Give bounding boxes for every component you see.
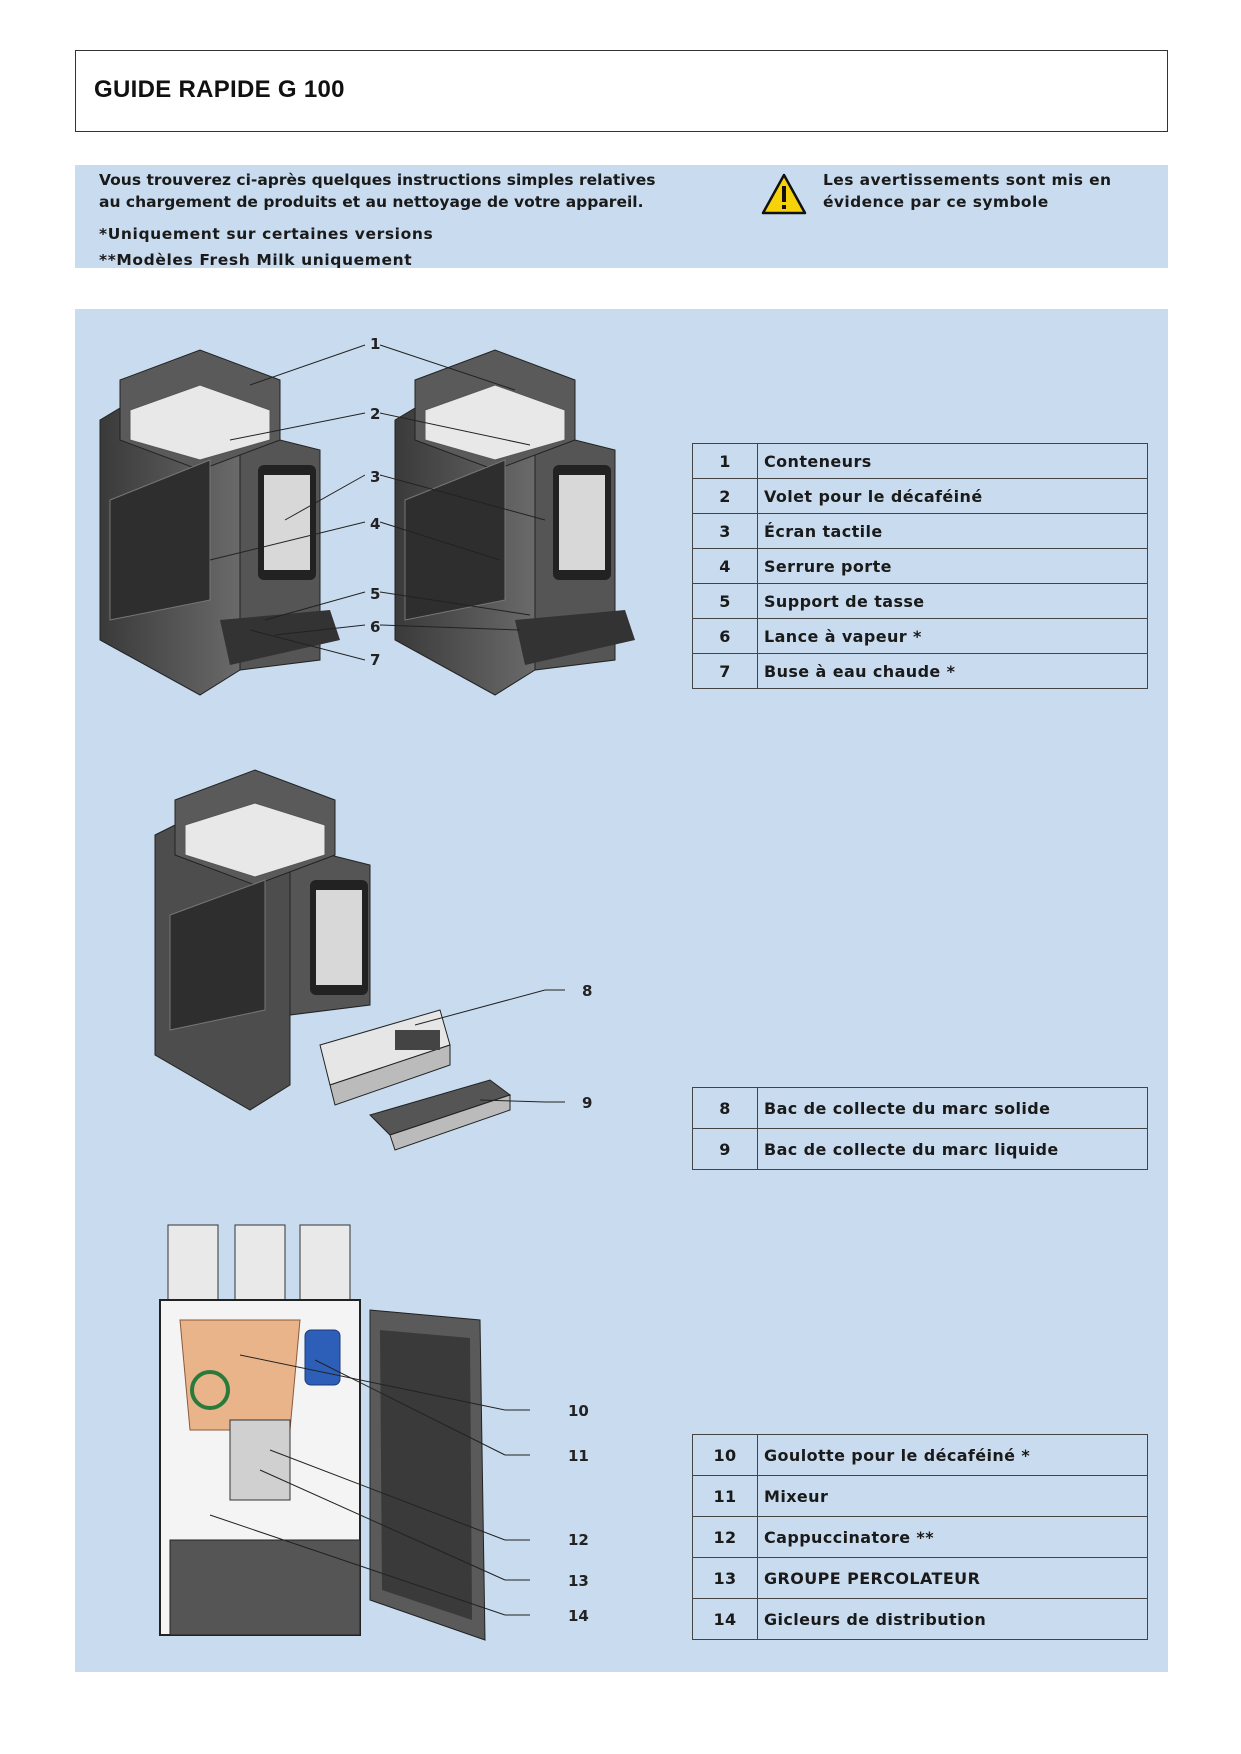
machine-drawers-illustration	[154, 769, 565, 1151]
callout-lines-fig2	[414, 989, 565, 1103]
intro-notes: *Uniquement sur certaines versions **Mod…	[99, 221, 739, 273]
open-door	[369, 1309, 486, 1641]
part-label: GROUPE PERCOLATEUR	[757, 1557, 1148, 1599]
intro-line-1: Vous trouverez ci-après quelques instruc…	[99, 171, 656, 189]
title-box: GUIDE RAPIDE G 100	[75, 50, 1168, 132]
solid-grounds-drawer	[319, 1009, 451, 1106]
part-label: Serrure porte	[757, 548, 1148, 584]
page-title: GUIDE RAPIDE G 100	[94, 76, 345, 103]
callout-10: 10	[568, 1402, 589, 1420]
callout-1: 1	[370, 335, 381, 353]
callout-9: 9	[582, 1094, 593, 1112]
part-number: 1	[692, 443, 758, 479]
part-number: 13	[692, 1557, 758, 1599]
part-number: 6	[692, 618, 758, 654]
part-label: Support de tasse	[757, 583, 1148, 619]
part-label: Bac de collecte du marc solide	[757, 1087, 1148, 1129]
part-number: 10	[692, 1434, 758, 1476]
callout-2: 2	[370, 405, 381, 423]
part-label: Conteneurs	[757, 443, 1148, 479]
warning-triangle-icon	[761, 173, 807, 215]
intro-box: Vous trouverez ci-après quelques instruc…	[75, 165, 1168, 269]
liquid-grounds-tray	[369, 1079, 512, 1151]
part-label: Bac de collecte du marc liquide	[757, 1128, 1148, 1170]
part-number: 3	[692, 513, 758, 549]
warning-line-2: évidence par ce symbole	[823, 193, 1049, 211]
callout-3: 3	[370, 468, 381, 486]
part-number: 2	[692, 478, 758, 514]
callout-13: 13	[568, 1572, 589, 1590]
warning-line-1: Les avertissements sont mis en	[823, 171, 1112, 189]
part-label: Buse à eau chaude *	[757, 653, 1148, 689]
callout-12: 12	[568, 1531, 589, 1549]
part-number: 4	[692, 548, 758, 584]
part-number: 5	[692, 583, 758, 619]
part-number: 8	[692, 1087, 758, 1129]
part-number: 12	[692, 1516, 758, 1558]
callout-6: 6	[370, 618, 381, 636]
callout-11: 11	[568, 1447, 589, 1465]
callout-lines-fig3	[209, 1354, 530, 1616]
machine-right	[394, 349, 635, 696]
warning-text: Les avertissements sont mis en évidence …	[823, 169, 1153, 213]
part-number: 9	[692, 1128, 758, 1170]
part-label: Volet pour le décaféiné	[757, 478, 1148, 514]
product-containers	[167, 1224, 351, 1301]
callout-5: 5	[370, 585, 381, 603]
intro-line-2: au chargement de produits et au nettoyag…	[99, 193, 644, 211]
note-fresh-milk: **Modèles Fresh Milk uniquement	[99, 251, 413, 269]
part-number: 11	[692, 1475, 758, 1517]
intro-text: Vous trouverez ci-après quelques instruc…	[99, 169, 739, 273]
part-label: Mixeur	[757, 1475, 1148, 1517]
callout-4: 4	[370, 515, 381, 533]
callout-lines-fig1	[209, 344, 546, 661]
part-label: Gicleurs de distribution	[757, 1598, 1148, 1640]
part-number: 7	[692, 653, 758, 689]
callout-8: 8	[582, 982, 593, 1000]
part-label: Lance à vapeur *	[757, 618, 1148, 654]
part-label: Goulotte pour le décaféiné *	[757, 1434, 1148, 1476]
part-number: 14	[692, 1598, 758, 1640]
callout-14: 14	[568, 1607, 589, 1625]
callout-7: 7	[370, 651, 381, 669]
part-label: Cappuccinatore **	[757, 1516, 1148, 1558]
part-label: Écran tactile	[757, 513, 1148, 549]
note-versions: *Uniquement sur certaines versions	[99, 225, 434, 243]
machine-left	[99, 349, 340, 696]
machine-front-illustration	[99, 344, 635, 696]
machine-interior-illustration	[159, 1224, 530, 1641]
